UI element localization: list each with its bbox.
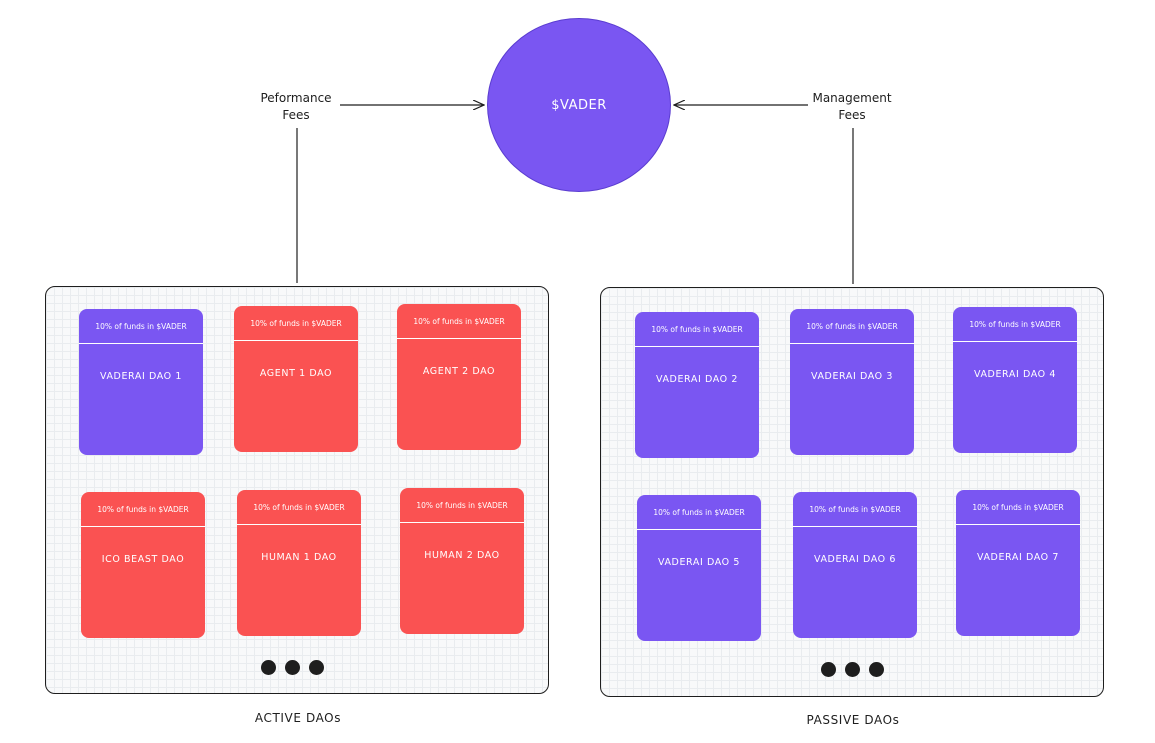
passive-daos-title: PASSIVE DAOs: [806, 713, 900, 727]
performance-fees-line1: Peformance: [260, 91, 332, 105]
dao-card: 10% of funds in $VADER VADERAI DAO 3: [790, 309, 914, 455]
dao-card: 10% of funds in $VADER HUMAN 2 DAO: [400, 488, 524, 634]
dao-card-header: 10% of funds in $VADER: [397, 304, 521, 339]
dao-card-header: 10% of funds in $VADER: [400, 488, 524, 523]
dao-card-header: 10% of funds in $VADER: [956, 490, 1080, 525]
dao-card-header: 10% of funds in $VADER: [790, 309, 914, 344]
dao-card-name: VADERAI DAO 3: [810, 371, 894, 382]
more-passive-daos-ellipsis: [821, 662, 884, 677]
dao-card-header: 10% of funds in $VADER: [637, 495, 761, 530]
management-fees-line1: Management: [812, 91, 892, 105]
dao-card: 10% of funds in $VADER ICO BEAST DAO: [81, 492, 205, 638]
dao-card-header: 10% of funds in $VADER: [635, 312, 759, 347]
ellipsis-dot: [285, 660, 300, 675]
dao-card: 10% of funds in $VADER VADERAI DAO 2: [635, 312, 759, 458]
dao-card-header: 10% of funds in $VADER: [81, 492, 205, 527]
dao-card-name: ICO BEAST DAO: [101, 554, 185, 565]
dao-card: 10% of funds in $VADER AGENT 1 DAO: [234, 306, 358, 452]
more-active-daos-ellipsis: [261, 660, 324, 675]
dao-card-name: AGENT 2 DAO: [422, 366, 496, 377]
dao-card-header: 10% of funds in $VADER: [793, 492, 917, 527]
dao-card: 10% of funds in $VADER VADERAI DAO 7: [956, 490, 1080, 636]
dao-card: 10% of funds in $VADER HUMAN 1 DAO: [237, 490, 361, 636]
dao-card-header: 10% of funds in $VADER: [953, 307, 1077, 342]
dao-card-name: VADERAI DAO 6: [813, 554, 897, 565]
vader-token-node: $VADER: [487, 18, 671, 192]
dao-card-name: HUMAN 2 DAO: [424, 550, 500, 561]
vader-token-label: $VADER: [551, 97, 607, 113]
dao-card: 10% of funds in $VADER VADERAI DAO 4: [953, 307, 1077, 453]
dao-card-name: VADERAI DAO 4: [973, 369, 1057, 380]
ellipsis-dot: [821, 662, 836, 677]
dao-card-header: 10% of funds in $VADER: [79, 309, 203, 344]
performance-fees-line2: Fees: [282, 108, 310, 122]
dao-card-header: 10% of funds in $VADER: [234, 306, 358, 341]
dao-card-name: VADERAI DAO 5: [657, 557, 741, 568]
dao-card-name: VADERAI DAO 2: [655, 374, 739, 385]
ellipsis-dot: [261, 660, 276, 675]
dao-card-name: VADERAI DAO 7: [976, 552, 1060, 563]
performance-fees-label: Peformance Fees: [244, 90, 348, 124]
dao-card: 10% of funds in $VADER AGENT 2 DAO: [397, 304, 521, 450]
management-fees-label: Management Fees: [800, 90, 904, 124]
dao-card: 10% of funds in $VADER VADERAI DAO 6: [793, 492, 917, 638]
dao-card-name: HUMAN 1 DAO: [261, 552, 337, 563]
ellipsis-dot: [869, 662, 884, 677]
dao-card-header: 10% of funds in $VADER: [237, 490, 361, 525]
active-daos-title: ACTIVE DAOs: [254, 711, 342, 725]
dao-card-name: VADERAI DAO 1: [99, 371, 183, 382]
dao-card: 10% of funds in $VADER VADERAI DAO 5: [637, 495, 761, 641]
ellipsis-dot: [845, 662, 860, 677]
management-fees-line2: Fees: [838, 108, 866, 122]
dao-card-name: AGENT 1 DAO: [259, 368, 333, 379]
ellipsis-dot: [309, 660, 324, 675]
dao-card: 10% of funds in $VADER VADERAI DAO 1: [79, 309, 203, 455]
